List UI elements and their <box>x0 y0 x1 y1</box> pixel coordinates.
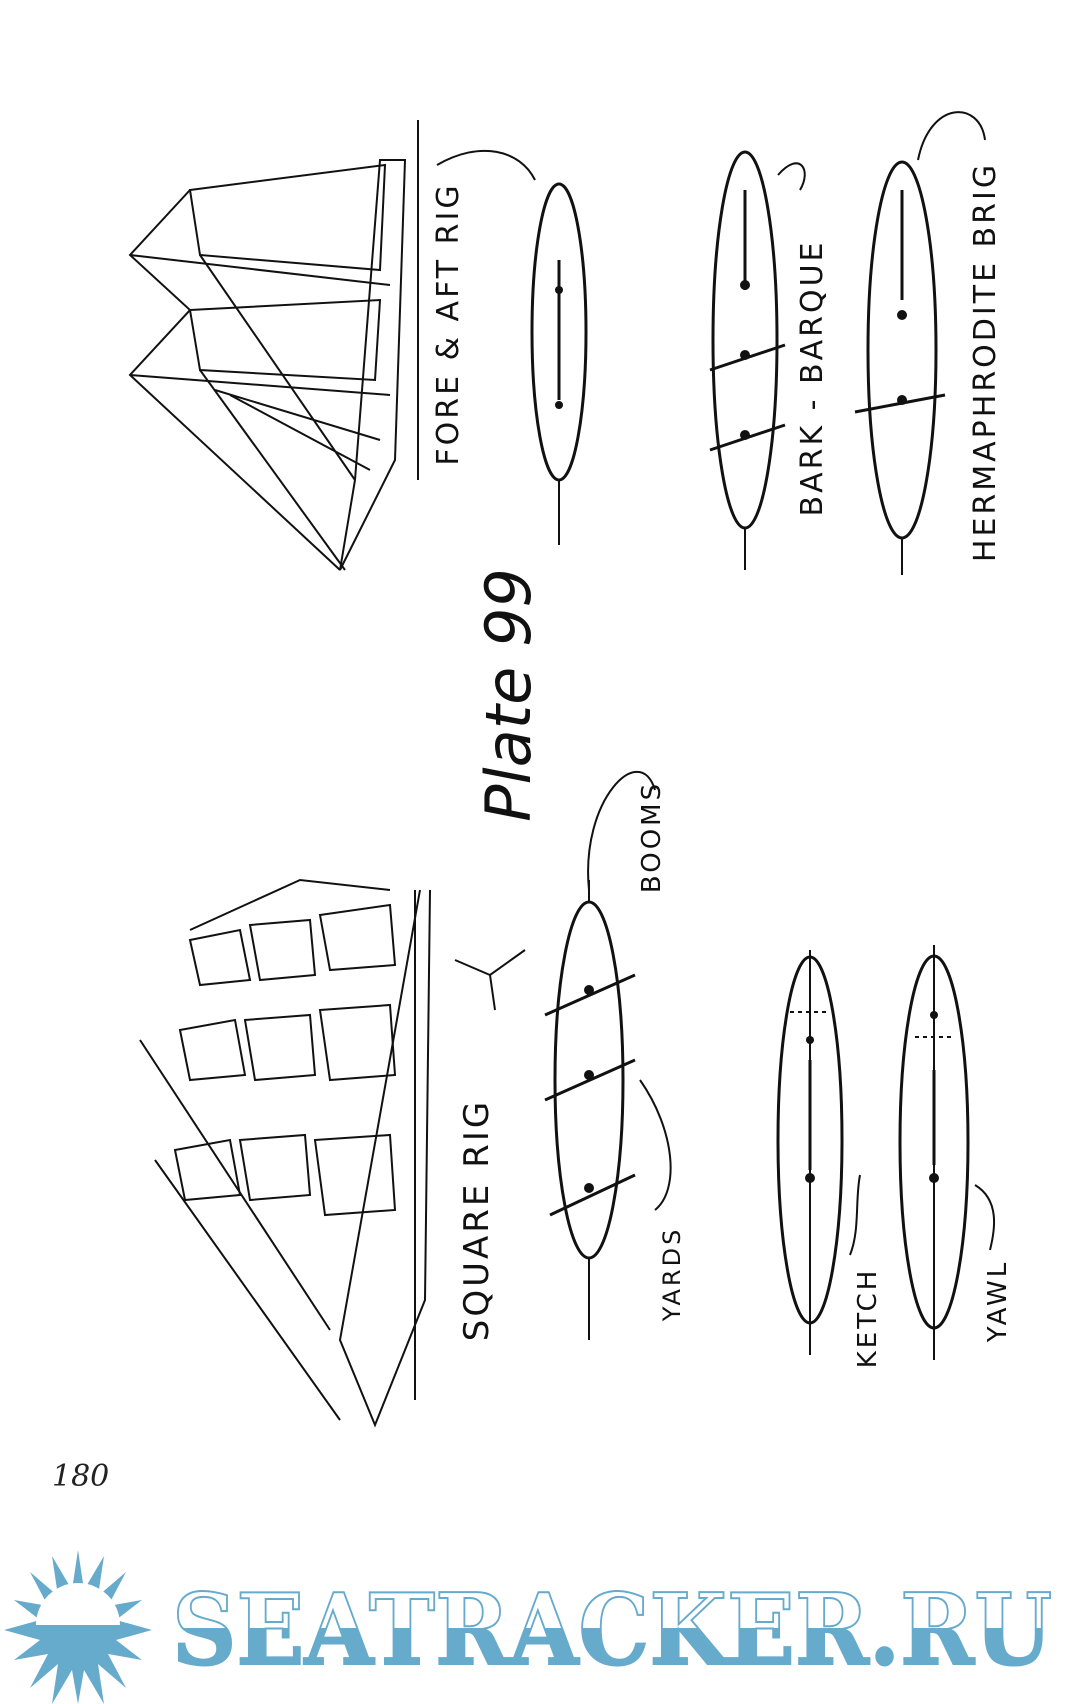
watermark-logo: SEATRACKER.RU <box>4 1550 1053 1704</box>
label-yards: YARDS <box>658 1227 686 1323</box>
hull-yawl <box>898 945 996 1360</box>
hull-hermaphrodite-brig <box>854 111 986 575</box>
page-number: 180 <box>52 1459 109 1494</box>
sun-icon <box>4 1550 152 1704</box>
square-rig-ship-drawing <box>139 878 431 1428</box>
hull-square-rig <box>454 770 672 1340</box>
hull-ketch <box>776 950 861 1355</box>
label-fore-aft-rig: FORE & AFT RIG <box>431 182 466 465</box>
hull-bark <box>709 150 806 570</box>
label-yawl: YAWL <box>983 1260 1013 1343</box>
plate-title: Plate 99 <box>472 568 545 822</box>
hull-fore-aft <box>436 149 588 545</box>
watermark-text: SEATRACKER.RU <box>172 1573 1052 1688</box>
fore-aft-ship-drawing <box>128 120 419 571</box>
label-bark-barque: BARK - BARQUE <box>795 240 830 517</box>
label-ketch: KETCH <box>853 1268 883 1369</box>
label-booms: BOOMS <box>637 781 667 893</box>
label-square-rig: SQUARE RIG <box>457 1099 497 1341</box>
label-hermaphrodite-brig: HERMAPHRODITE BRIG <box>968 162 1003 562</box>
